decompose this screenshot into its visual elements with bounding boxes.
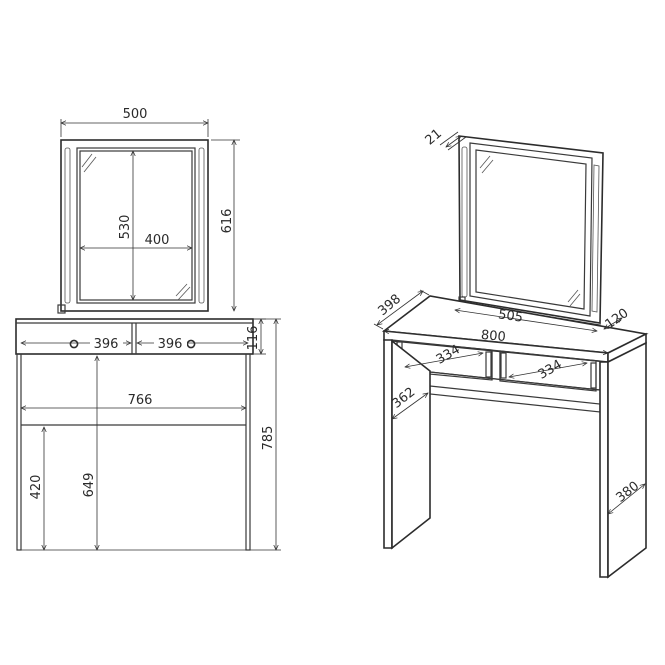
dim-drawer-height: 116	[246, 326, 261, 351]
dim-crossbar-height: 420	[29, 475, 44, 500]
iso-mirror	[451, 135, 604, 332]
dim-drawer-right-width: 396	[158, 337, 183, 352]
front-drawer-box	[15, 318, 254, 355]
dim-top-width: 800	[480, 328, 506, 345]
dim-inner-width: 766	[128, 393, 153, 408]
dim-drawer-right-depth: 334	[536, 357, 565, 382]
dim-mirror-total-height: 616	[220, 209, 235, 234]
drawer-knob-right	[186, 339, 196, 349]
dim-drawer-bottom-height: 649	[82, 473, 97, 498]
dim-mirror-base-width: 505	[497, 307, 524, 325]
dim-depth: 398	[375, 292, 404, 319]
dim-total-height: 785	[261, 426, 276, 451]
front-view: 500 530 400 616 396 396 116	[15, 107, 281, 551]
dim-mirror-thickness: 21	[423, 126, 445, 148]
dim-mirror-glass-width: 400	[145, 233, 170, 248]
front-dimensions: 500 530 400 616 396 396 116	[17, 107, 281, 550]
front-legs	[16, 353, 251, 551]
front-mirror	[57, 139, 209, 314]
dim-drawer-left-width: 396	[94, 337, 119, 352]
dim-mirror-glass-height: 530	[118, 215, 133, 240]
dim-mirror-width: 500	[123, 107, 148, 122]
drawer-knob-left	[69, 339, 79, 349]
iso-view: 21 398 505 120 800 334 334 362	[373, 126, 649, 579]
